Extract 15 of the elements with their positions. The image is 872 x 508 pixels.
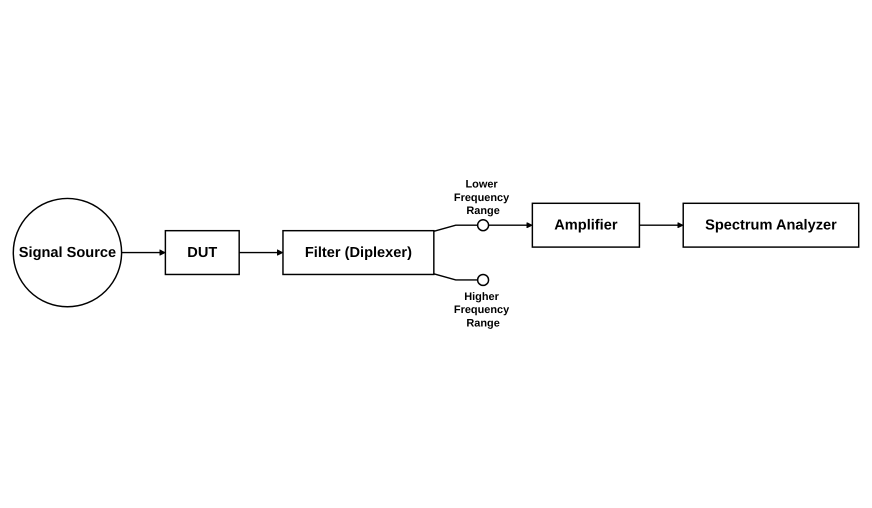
node-box: Amplifier [532, 202, 640, 248]
node-circle: Signal Source [12, 198, 122, 308]
range-label: Higher Frequency Range [454, 291, 510, 330]
node-box: Spectrum Analyzer [682, 202, 860, 248]
connector [434, 224, 478, 232]
arrow [122, 249, 166, 256]
connector [434, 273, 478, 281]
arrow [488, 222, 533, 228]
range-label: Lower Frequency Range [454, 178, 510, 217]
node-circle [476, 219, 490, 232]
node-circle [476, 274, 490, 286]
arrow [239, 249, 284, 256]
arrow [639, 222, 684, 228]
node-box: Filter (Diplexer) [282, 230, 435, 276]
node-box: DUT [164, 230, 240, 276]
